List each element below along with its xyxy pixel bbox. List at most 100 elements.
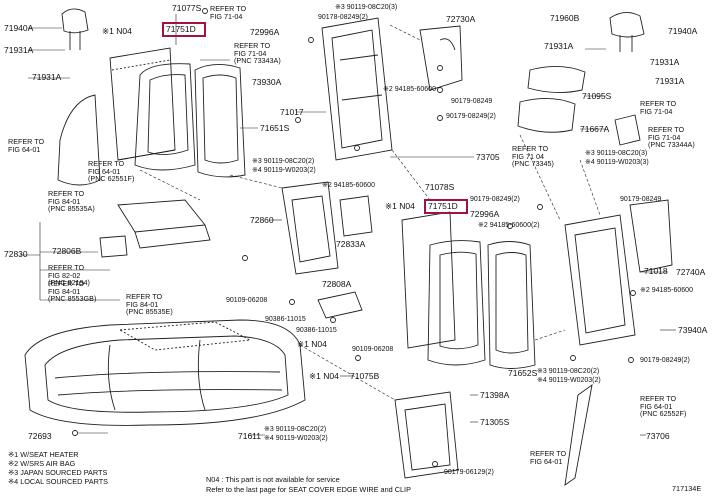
bolt-90119-08c20-mid[interactable]: ※3 90119-08C20(2) [252, 158, 315, 165]
seat-back-pad-left [57, 63, 246, 186]
legend-srs-airbag: ※2 W/SRS AIR BAG [8, 459, 76, 468]
bolt-90179-08249-2[interactable]: 90179-08249(2) [446, 113, 496, 120]
bolt-94185-60600-mid2[interactable]: ※2 94185-60600(2) [478, 222, 540, 229]
legend-seat-heater: ※1 W/SEAT HEATER [8, 450, 79, 459]
part-71931a-right-2[interactable]: 71931A [650, 57, 680, 67]
leader-lines [20, 14, 676, 436]
ref-fig-71-04-a[interactable]: REFER TO FIG 71-04 [210, 4, 247, 21]
headrest-left [61, 8, 89, 50]
ref-fig-64-01-d[interactable]: REFER TO FIG 64-01 [530, 449, 567, 466]
part-71017[interactable]: 71017 [280, 107, 304, 117]
seat-back-frame-mid [281, 181, 373, 319]
bolt-90119-w0203-mid[interactable]: ※4 90119-W0203(2) [252, 167, 316, 174]
ref-fig-71-04-b[interactable]: REFER TO FIG 71-04 (PNC 73343A) [234, 41, 281, 66]
part-71751d-top: 71751D [166, 24, 196, 34]
ref-fig-84-01-c[interactable]: REFER TO FIG 84-01 (PNC 85535E) [126, 292, 173, 317]
bolt-90109-06208-b[interactable]: 90109-06208 [352, 346, 394, 353]
part-71611[interactable]: 71611 [238, 431, 262, 441]
ref-fig-71-04-d[interactable]: REFER TO FIG 71-04 (PNC 73344A) [648, 125, 695, 150]
part-71078s[interactable]: 71078S [425, 182, 455, 192]
bolt-90179-06129[interactable]: 90179-06129(2) [444, 469, 494, 476]
seat-back-cover-left [109, 47, 176, 161]
bolt-90179-08249-mid2[interactable]: 90179-08249(2) [470, 196, 520, 203]
seat-back-frame-right [564, 199, 673, 346]
part-71095s[interactable]: 71095S [582, 91, 612, 101]
part-72833a[interactable]: 72833A [336, 239, 366, 249]
part-73930a[interactable]: 73930A [252, 77, 282, 87]
fasteners [72, 8, 636, 467]
right-upper-parts [517, 12, 645, 146]
part-72808a[interactable]: 72808A [322, 279, 352, 289]
part-72740a[interactable]: 72740A [676, 267, 706, 277]
highlight-box-71751d-top[interactable]: 71751D [162, 22, 206, 37]
part-71940a-left[interactable]: 71940A [4, 23, 34, 33]
n04-top[interactable]: ※1 N04 [102, 26, 132, 36]
part-71751d-mid: 71751D [428, 201, 458, 211]
part-72693[interactable]: 72693 [28, 431, 52, 441]
part-73940a[interactable]: 73940A [678, 325, 708, 335]
seat-lock [394, 383, 593, 486]
ref-fig-64-01-c[interactable]: REFER TO FIG 64-01 (PNC 62552F) [640, 394, 687, 419]
note-n04: N04 : This part is not available for ser… [206, 475, 340, 484]
part-72806b[interactable]: 72806B [52, 246, 82, 256]
part-71940a-right[interactable]: 71940A [668, 26, 698, 36]
note-edge-wire: Refer to the last page for SEAT COVER ED… [206, 485, 411, 494]
part-72996a-top[interactable]: 72996A [250, 27, 280, 37]
ref-fig-84-01-a[interactable]: REFER TO FIG 84-01 (PNC 85535A) [48, 189, 95, 214]
ref-fig-64-01-b[interactable]: REFER TO FIG 64-01 (PNC 62551F) [88, 159, 135, 184]
figure-id: 717134E [672, 484, 702, 493]
part-73706[interactable]: 73706 [646, 431, 670, 441]
part-72730a[interactable]: 72730A [446, 14, 476, 24]
bolt-94185-60600-mid[interactable]: ※2 94185-60600 [322, 182, 375, 189]
highlight-box-71751d-mid[interactable]: 71751D [424, 199, 468, 214]
bolt-90386-11015-b[interactable]: 90386-11015 [296, 327, 337, 334]
bolt-90119-w0203-b[interactable]: ※4 90119-W0203(2) [264, 435, 328, 442]
bolt-90179-08249-right[interactable]: 90179-08249 [620, 196, 662, 203]
part-71077s[interactable]: 71077S [172, 3, 202, 13]
n04-low-2[interactable]: ※1 N04 [309, 371, 339, 381]
part-71931a-left-2[interactable]: 71931A [32, 72, 62, 82]
legend-local-sourced: ※4 LOCAL SOURCED PARTS [8, 477, 109, 486]
bolt-90119-08c20-b[interactable]: ※3 90119-08C20(2) [264, 426, 327, 433]
bolt-90119-w0203-low[interactable]: ※4 90119-W0203(2) [537, 377, 601, 384]
part-73705[interactable]: 73705 [476, 152, 500, 162]
part-71960b[interactable]: 71960B [550, 13, 580, 23]
part-71652s[interactable]: 71652S [508, 368, 538, 378]
ref-fig-84-01-b[interactable]: REFER TO FIG 84-01 (PNC 8553GB) [48, 279, 97, 304]
ref-fig-71-04-c[interactable]: REFER TO FIG 71-04 [640, 99, 677, 116]
part-71398a[interactable]: 71398A [480, 390, 510, 400]
bolt-90178-08249[interactable]: 90178-08249(2) [318, 14, 368, 21]
part-71931a-right-3[interactable]: 71931A [655, 76, 685, 86]
part-71651s[interactable]: 71651S [260, 123, 290, 133]
bolt-90119-08c20-right[interactable]: ※3 90119-08C20(3) [585, 150, 648, 157]
part-71305s[interactable]: 71305S [480, 417, 510, 427]
bolt-90179-08249-right2[interactable]: 90179-08249(2) [640, 357, 690, 364]
seat-cushion [24, 319, 306, 426]
bolt-90179-08249-1[interactable]: 90179-08249 [451, 98, 493, 105]
part-72996a-mid[interactable]: 72996A [470, 209, 500, 219]
ref-fig-82-02[interactable]: REFER TO FIG 82-02 (PNC 82194) [48, 263, 90, 288]
bolt-94185-60600-right2[interactable]: ※2 94185-60600 [640, 287, 693, 294]
n04-mid[interactable]: ※1 N04 [385, 201, 415, 211]
bolt-90119-w0203-right[interactable]: ※4 90119-W0203(3) [585, 159, 649, 166]
part-71931a-right-1[interactable]: 71931A [544, 41, 574, 51]
part-72830[interactable]: 72830 [4, 249, 28, 259]
n04-low-1[interactable]: ※1 N04 [297, 339, 327, 349]
ref-fig-64-01-a[interactable]: REFER TO FIG 64-01 [8, 137, 45, 154]
bolt-90109-06208[interactable]: 90109-06208 [226, 297, 268, 304]
part-72860[interactable]: 72860 [250, 215, 274, 225]
legend-japan-sourced: ※3 JAPAN SOURCED PARTS [8, 468, 108, 477]
part-71075b[interactable]: 71075B [350, 371, 380, 381]
armrest [99, 199, 211, 258]
part-71018[interactable]: 71018 [644, 266, 668, 276]
bolt-90119-08c20-top[interactable]: ※3 90119-08C20(3) [335, 4, 398, 11]
seat-back-cover-right [401, 211, 536, 369]
ref-fig-71-04-e[interactable]: REFER TO FIG 71 04 (PNC 73345) [512, 144, 554, 169]
bolt-94185-60600-left[interactable]: ※2 94185-60600 [383, 86, 436, 93]
bolt-90119-08c20-low[interactable]: ※3 90119-08C20(2) [537, 368, 600, 375]
part-71931a-left-1[interactable]: 71931A [4, 45, 34, 55]
part-71667a[interactable]: 71667A [580, 124, 610, 134]
bolt-90386-11015[interactable]: 90386-11015 [265, 316, 306, 323]
